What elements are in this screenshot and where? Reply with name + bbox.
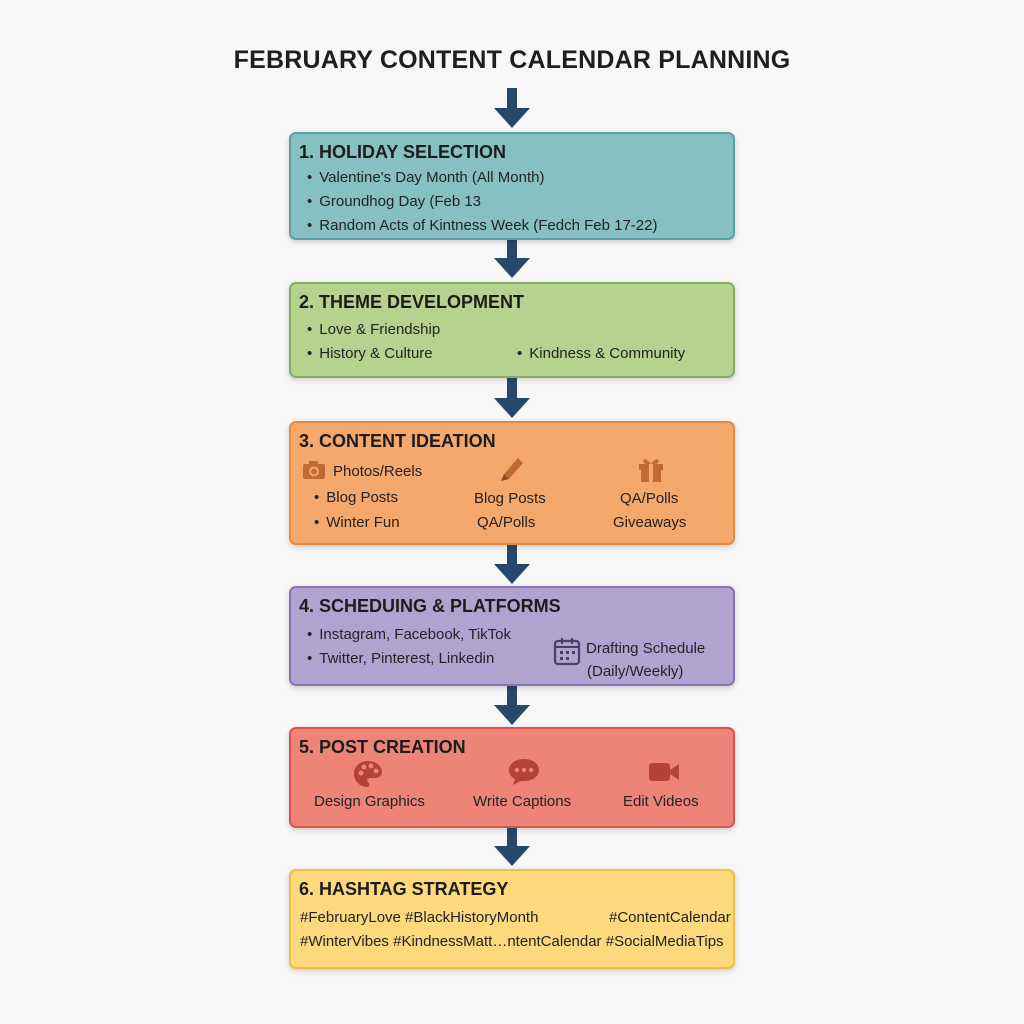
flow-arrow-down-icon: [494, 238, 530, 278]
list-item: Blog Posts: [474, 490, 546, 507]
list-item: Kindness & Community: [517, 345, 685, 362]
step-scheduling-platforms: 4. SCHEDUING & PLATFORMS Instagram, Face…: [289, 586, 735, 686]
list-item: Giveaways: [613, 514, 687, 531]
flow-arrow-down-icon: [494, 378, 530, 418]
palette-icon: [354, 761, 382, 787]
schedule-frequency: (Daily/Weekly): [587, 663, 684, 680]
camera-icon: [303, 461, 325, 479]
flow-arrow-down-icon: [494, 826, 530, 866]
step-hashtag-strategy: 6. HASHTAG STRATEGY #FebruaryLove #Black…: [289, 869, 735, 969]
gift-icon: [639, 459, 663, 482]
step-title: 3. CONTENT IDEATION: [299, 431, 496, 451]
pencil-icon: [501, 458, 523, 481]
hashtag-row: #FebruaryLove #BlackHistoryMonth: [300, 909, 539, 926]
step-holiday-selection: 1. HOLIDAY SELECTION Valentine's Day Mon…: [289, 132, 735, 240]
step-title: 2. THEME DEVELOPMENT: [299, 292, 525, 312]
task-label: Design Graphics: [314, 793, 425, 810]
list-item: QA/Polls: [620, 490, 679, 507]
step-post-creation: 5. POST CREATION Design Graphics Write C…: [289, 727, 735, 828]
hashtag-row: #ContentCalendar: [609, 909, 731, 926]
list-item: Random Acts of Kintness Week (Fedch Feb …: [307, 217, 657, 234]
list-item: QA/Polls: [477, 514, 536, 531]
hashtag-row: #WinterVibes #KindnessMatt…ntentCalendar…: [300, 933, 724, 950]
list-item: Twitter, Pinterest, Linkedin: [307, 650, 494, 667]
step-content-ideation: 3. CONTENT IDEATION Photos/Reels Blog Po…: [289, 421, 735, 545]
step-title: 4. SCHEDUING & PLATFORMS: [299, 596, 561, 616]
step-title: 5. POST CREATION: [299, 737, 466, 757]
flow-arrow-down-icon: [494, 685, 530, 725]
list-item: History & Culture: [307, 345, 432, 362]
flow-arrow-down-icon: [494, 544, 530, 584]
calendar-icon: [553, 638, 581, 666]
task-label: Edit Videos: [623, 793, 699, 810]
video-camera-icon: [649, 763, 679, 781]
step-theme-development: 2. THEME DEVELOPMENT Love & Friendship H…: [289, 282, 735, 378]
page-title: FEBRUARY CONTENT CALENDAR PLANNING: [233, 46, 791, 74]
task-label: Write Captions: [473, 793, 572, 810]
step-title: 1. HOLIDAY SELECTION: [299, 142, 507, 162]
list-item: Groundhog Day (Feb 13: [307, 193, 481, 210]
list-item: Winter Fun: [314, 514, 399, 531]
step-title: 6. HASHTAG STRATEGY: [299, 879, 509, 899]
list-item: Love & Friendship: [307, 321, 440, 338]
list-item: Valentine's Day Month (All Month): [307, 169, 544, 186]
list-item: Blog Posts: [314, 489, 398, 506]
flow-arrow-down-icon: [494, 88, 530, 128]
ideation-head: Photos/Reels: [333, 463, 423, 480]
schedule-label: Drafting Schedule: [586, 640, 706, 657]
speech-bubble-icon: [509, 759, 539, 785]
list-item: Instagram, Facebook, TikTok: [307, 626, 511, 643]
